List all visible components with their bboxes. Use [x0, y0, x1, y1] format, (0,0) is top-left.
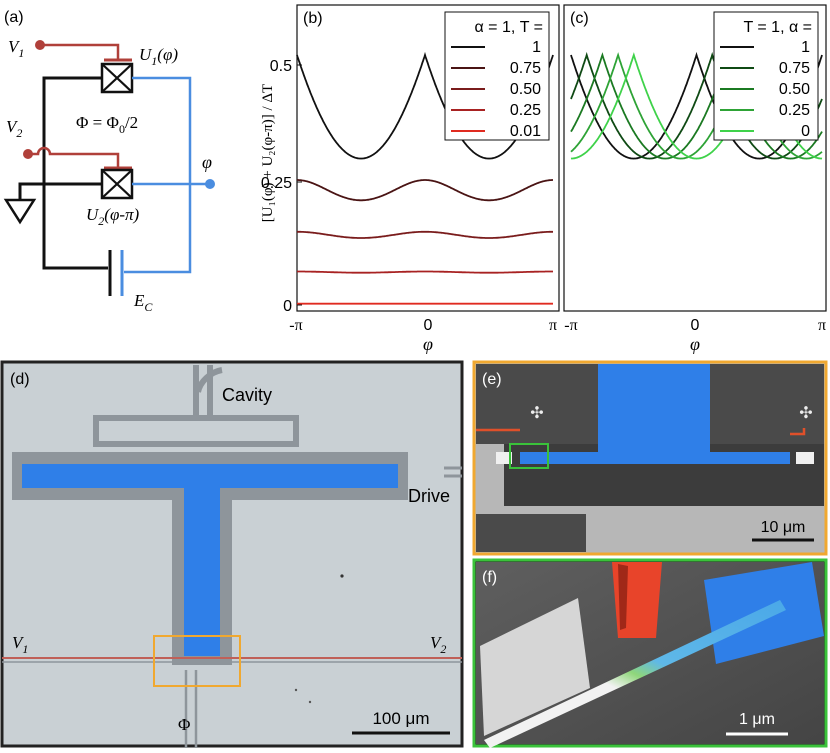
v1-gate-line: [40, 43, 120, 60]
legend-entry: 1: [801, 39, 810, 56]
legend-title: T = 1, α =: [743, 19, 812, 36]
panel-f-label: (f): [482, 569, 497, 586]
legend-box: [444, 11, 550, 141]
phi-label: φ: [202, 152, 212, 172]
drive-label: Drive: [408, 486, 450, 506]
t-island: [22, 464, 398, 656]
flux-label: Φ = Φ0/2: [76, 113, 138, 136]
f-nanowire: [484, 600, 786, 748]
marker-cross-icon: ✣: [530, 405, 543, 422]
cavity-resonator: [93, 415, 299, 447]
d-v2-label: V2: [430, 633, 446, 656]
zoom-box-e: [153, 635, 241, 687]
legend-entry: 0.01: [510, 123, 541, 140]
cavity-label: Cavity: [222, 385, 272, 405]
y-ticks: 0 0.25 0.5: [261, 58, 302, 315]
y-axis-label: [U₁(φ) + U₂(φ-π)] / ΔT: [260, 84, 276, 222]
x-tick-b-left: -π: [289, 317, 302, 334]
x-tick-b-right: π: [549, 317, 557, 334]
panel-d-image: (d) Cavity Drive V1 V2 Φ 100 μm: [0, 360, 464, 748]
circuit-wire-left: [42, 76, 108, 270]
circuit-wire-right: [124, 76, 192, 274]
y-tick-025: 0.25: [261, 175, 292, 192]
x-tick-c-right: π: [818, 317, 826, 334]
x-tick-b-zero: 0: [424, 317, 433, 334]
ground-icon: [3, 198, 37, 225]
f-white-contact: [480, 598, 590, 736]
legend-entry: 0.50: [779, 81, 810, 98]
v2-gate-line: [28, 146, 120, 168]
panel-f-image: (f) 1 μm: [472, 558, 828, 748]
marker-cross-icon: ✣: [799, 405, 812, 422]
legend-entry: 0: [801, 123, 810, 140]
series-line-b-1: [297, 179, 553, 202]
series-line-c-1: [570, 51, 823, 160]
scale-label-e: 10 μm: [761, 519, 806, 536]
panel-b-plot: (b) α = 1, T = 1 0.75 0.50 0.25 0.01: [296, 4, 560, 312]
y-tick-05: 0.5: [270, 58, 292, 75]
panel-c-plot: (c) T = 1, α = 1 0.75 0.50 0.25 0: [563, 4, 827, 312]
legend-entry: 0.25: [510, 102, 541, 119]
u1-label: U1(φ): [139, 45, 178, 68]
legend-title: α = 1, T =: [474, 19, 543, 36]
ec-label: EC: [133, 291, 153, 314]
d-v1-label: V1: [12, 633, 28, 656]
x-tick-c-left: -π: [564, 317, 577, 334]
panel-e-label: (e): [482, 371, 502, 388]
panel-c-frame: [563, 4, 827, 312]
series-line-b-2: [297, 230, 553, 239]
panel-b-legend: α = 1, T = 1 0.75 0.50 0.25 0.01: [444, 11, 550, 141]
scale-label-d: 100 μm: [372, 709, 429, 728]
legend-box: [713, 11, 819, 141]
x-ticks: -π 0 π -π 0 π φ φ: [289, 317, 826, 354]
series-line-b-0: [296, 51, 554, 160]
d-flux-label: Φ: [178, 715, 190, 734]
series-line-c-0: [570, 51, 823, 160]
legend-entry: 0.75: [779, 60, 810, 77]
panel-c-legend: T = 1, α = 1 0.75 0.50 0.25 0: [713, 11, 819, 141]
v2-label: V2: [6, 117, 22, 140]
panel-b-label: (b): [303, 10, 323, 27]
series-line-c-2: [570, 52, 823, 160]
y-tick-0: 0: [283, 298, 292, 315]
x-axis-label-b: φ: [423, 334, 433, 354]
legend-entry: 0.50: [510, 81, 541, 98]
v1-label: V1: [8, 37, 24, 60]
phi-node: [205, 179, 215, 189]
zoom-box-f: [509, 443, 549, 469]
series-line-b-3: [297, 270, 553, 274]
legend-entry: 0.75: [510, 60, 541, 77]
scale-label-f: 1 μm: [739, 711, 775, 728]
panel-e-image: ✣ ✣ (e) 10 μm: [472, 360, 828, 556]
panel-a-circuit: (a) V1 U1(φ) Φ = Φ0/2 V2 φ U2(φ-π): [3, 9, 215, 314]
x-axis-label-c: φ: [690, 334, 700, 354]
u2-label: U2(φ-π): [86, 205, 140, 228]
legend-entry: 1: [532, 39, 541, 56]
panel-d-label: (d): [10, 371, 30, 388]
panel-b-frame: [296, 4, 560, 312]
legend-entry: 0.25: [779, 102, 810, 119]
panel-b-curves: [296, 51, 554, 305]
panel-c-label: (c): [570, 10, 589, 27]
panel-a-label: (a): [4, 9, 24, 26]
e-island: [598, 364, 710, 460]
x-tick-c-zero: 0: [691, 317, 700, 334]
